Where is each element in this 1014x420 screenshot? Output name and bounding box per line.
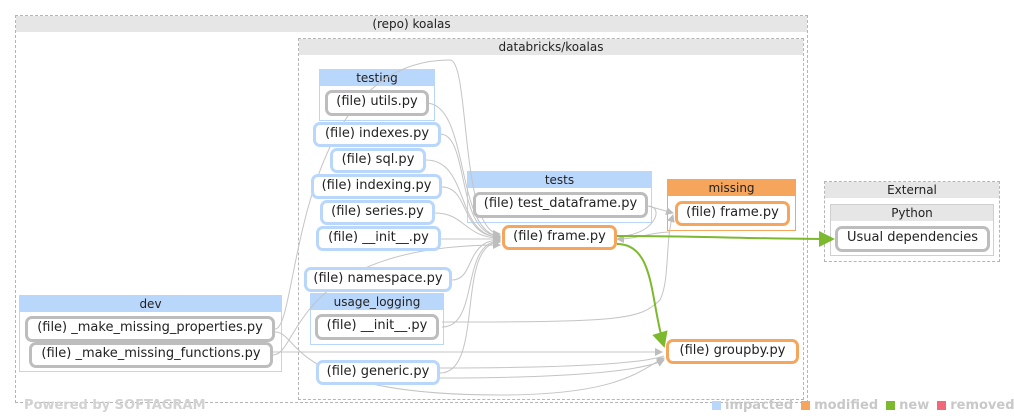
edge-generic-frame <box>439 238 501 374</box>
usual-dependencies[interactable]: Usual dependencies <box>835 226 990 252</box>
file-indexes-label: (file) indexes.py <box>324 126 430 141</box>
file-groupby-label: (file) groupby.py <box>679 343 786 358</box>
file-groupby[interactable]: (file) groupby.py <box>666 339 799 364</box>
file-indexing-label: (file) indexing.py <box>321 178 432 193</box>
file-indexes[interactable]: (file) indexes.py <box>313 122 441 147</box>
package-dev-title: dev <box>20 296 281 312</box>
edge-indexes-frame <box>439 133 501 240</box>
file-series-label: (file) series.py <box>331 204 424 219</box>
file-namespace-label: (file) namespace.py <box>313 271 443 286</box>
file-frame-label: (file) frame.py <box>513 229 606 244</box>
file-test-dataframe-label: (file) test_dataframe.py <box>483 196 638 211</box>
edge-generic-groupby2 <box>439 355 665 369</box>
file-missing-frame-label: (file) frame.py <box>686 205 779 220</box>
edge-namespace-frame <box>451 236 501 281</box>
legend-removed-label: removed <box>950 398 1014 413</box>
edge-indexing-frame <box>441 186 501 241</box>
file-make-missing-properties[interactable]: (file) _make_missing_properties.py <box>25 316 275 342</box>
file-missing-frame[interactable]: (file) frame.py <box>675 201 790 226</box>
file-init-root-label: (file) __init__.py <box>328 230 429 245</box>
file-namespace[interactable]: (file) namespace.py <box>304 267 452 292</box>
edge-frame-usual <box>616 230 835 247</box>
databricks-title: databricks/koalas <box>299 39 803 55</box>
legend-new: new <box>886 398 929 413</box>
edge-init2-missingframe <box>441 214 675 323</box>
legend-removed: removed <box>937 398 1014 413</box>
file-frame[interactable]: (file) frame.py <box>502 225 617 250</box>
edge-sql-frame <box>425 159 501 241</box>
file-init-usage-logging-label: (file) __init__.py <box>326 318 428 333</box>
file-make-missing-functions[interactable]: (file) _make_missing_functions.py <box>29 342 273 368</box>
edge-series-frame <box>434 212 501 242</box>
edge-init2-frame <box>441 237 501 328</box>
package-python-title: Python <box>831 205 993 221</box>
legend-impacted-label: impacted <box>725 398 794 413</box>
powered-by-footer: Powered by SOFTAGRAM <box>24 398 206 413</box>
legend-new-label: new <box>899 398 930 413</box>
file-sql[interactable]: (file) sql.py <box>330 148 426 173</box>
edge-props-frame <box>274 59 501 330</box>
file-generic-label: (file) generic.py <box>326 364 430 379</box>
file-indexing[interactable]: (file) indexing.py <box>311 174 442 199</box>
file-make-missing-functions-label: (file) _make_missing_functions.py <box>41 346 261 361</box>
usual-dependencies-label: Usual dependencies <box>847 230 978 245</box>
external-title: External <box>825 182 999 198</box>
legend-impacted-swatch <box>712 401 721 410</box>
legend-removed-swatch <box>937 401 947 410</box>
file-generic[interactable]: (file) generic.py <box>316 360 440 385</box>
edge-utils-frame <box>425 102 501 240</box>
file-make-missing-properties-label: (file) _make_missing_properties.py <box>37 320 263 335</box>
legend-new-swatch <box>886 401 896 410</box>
legend: impacted modified new removed <box>704 398 1014 413</box>
legend-modified: modified <box>801 398 878 413</box>
file-sql-label: (file) sql.py <box>341 152 415 167</box>
file-utils-label: (file) utils.py <box>336 94 418 109</box>
package-usage-logging-title: usage_logging <box>311 294 443 310</box>
package-testing-title: testing <box>320 70 434 86</box>
edge-props-groupby <box>274 331 665 396</box>
legend-modified-swatch <box>801 401 811 410</box>
legend-modified-label: modified <box>814 398 879 413</box>
file-init-usage-logging[interactable]: (file) __init__.py <box>315 314 439 340</box>
repo-title: (repo) koalas <box>16 16 807 32</box>
edge-frame-groupby <box>616 243 668 348</box>
package-tests-title: tests <box>468 172 651 188</box>
file-utils[interactable]: (file) utils.py <box>325 90 429 116</box>
legend-impacted: impacted <box>712 398 793 413</box>
file-test-dataframe[interactable]: (file) test_dataframe.py <box>473 192 648 218</box>
file-init-root[interactable]: (file) __init__.py <box>316 226 441 251</box>
file-series[interactable]: (file) series.py <box>320 200 435 225</box>
edge-generic-groupby <box>439 359 665 379</box>
package-missing-title: missing <box>668 180 795 196</box>
